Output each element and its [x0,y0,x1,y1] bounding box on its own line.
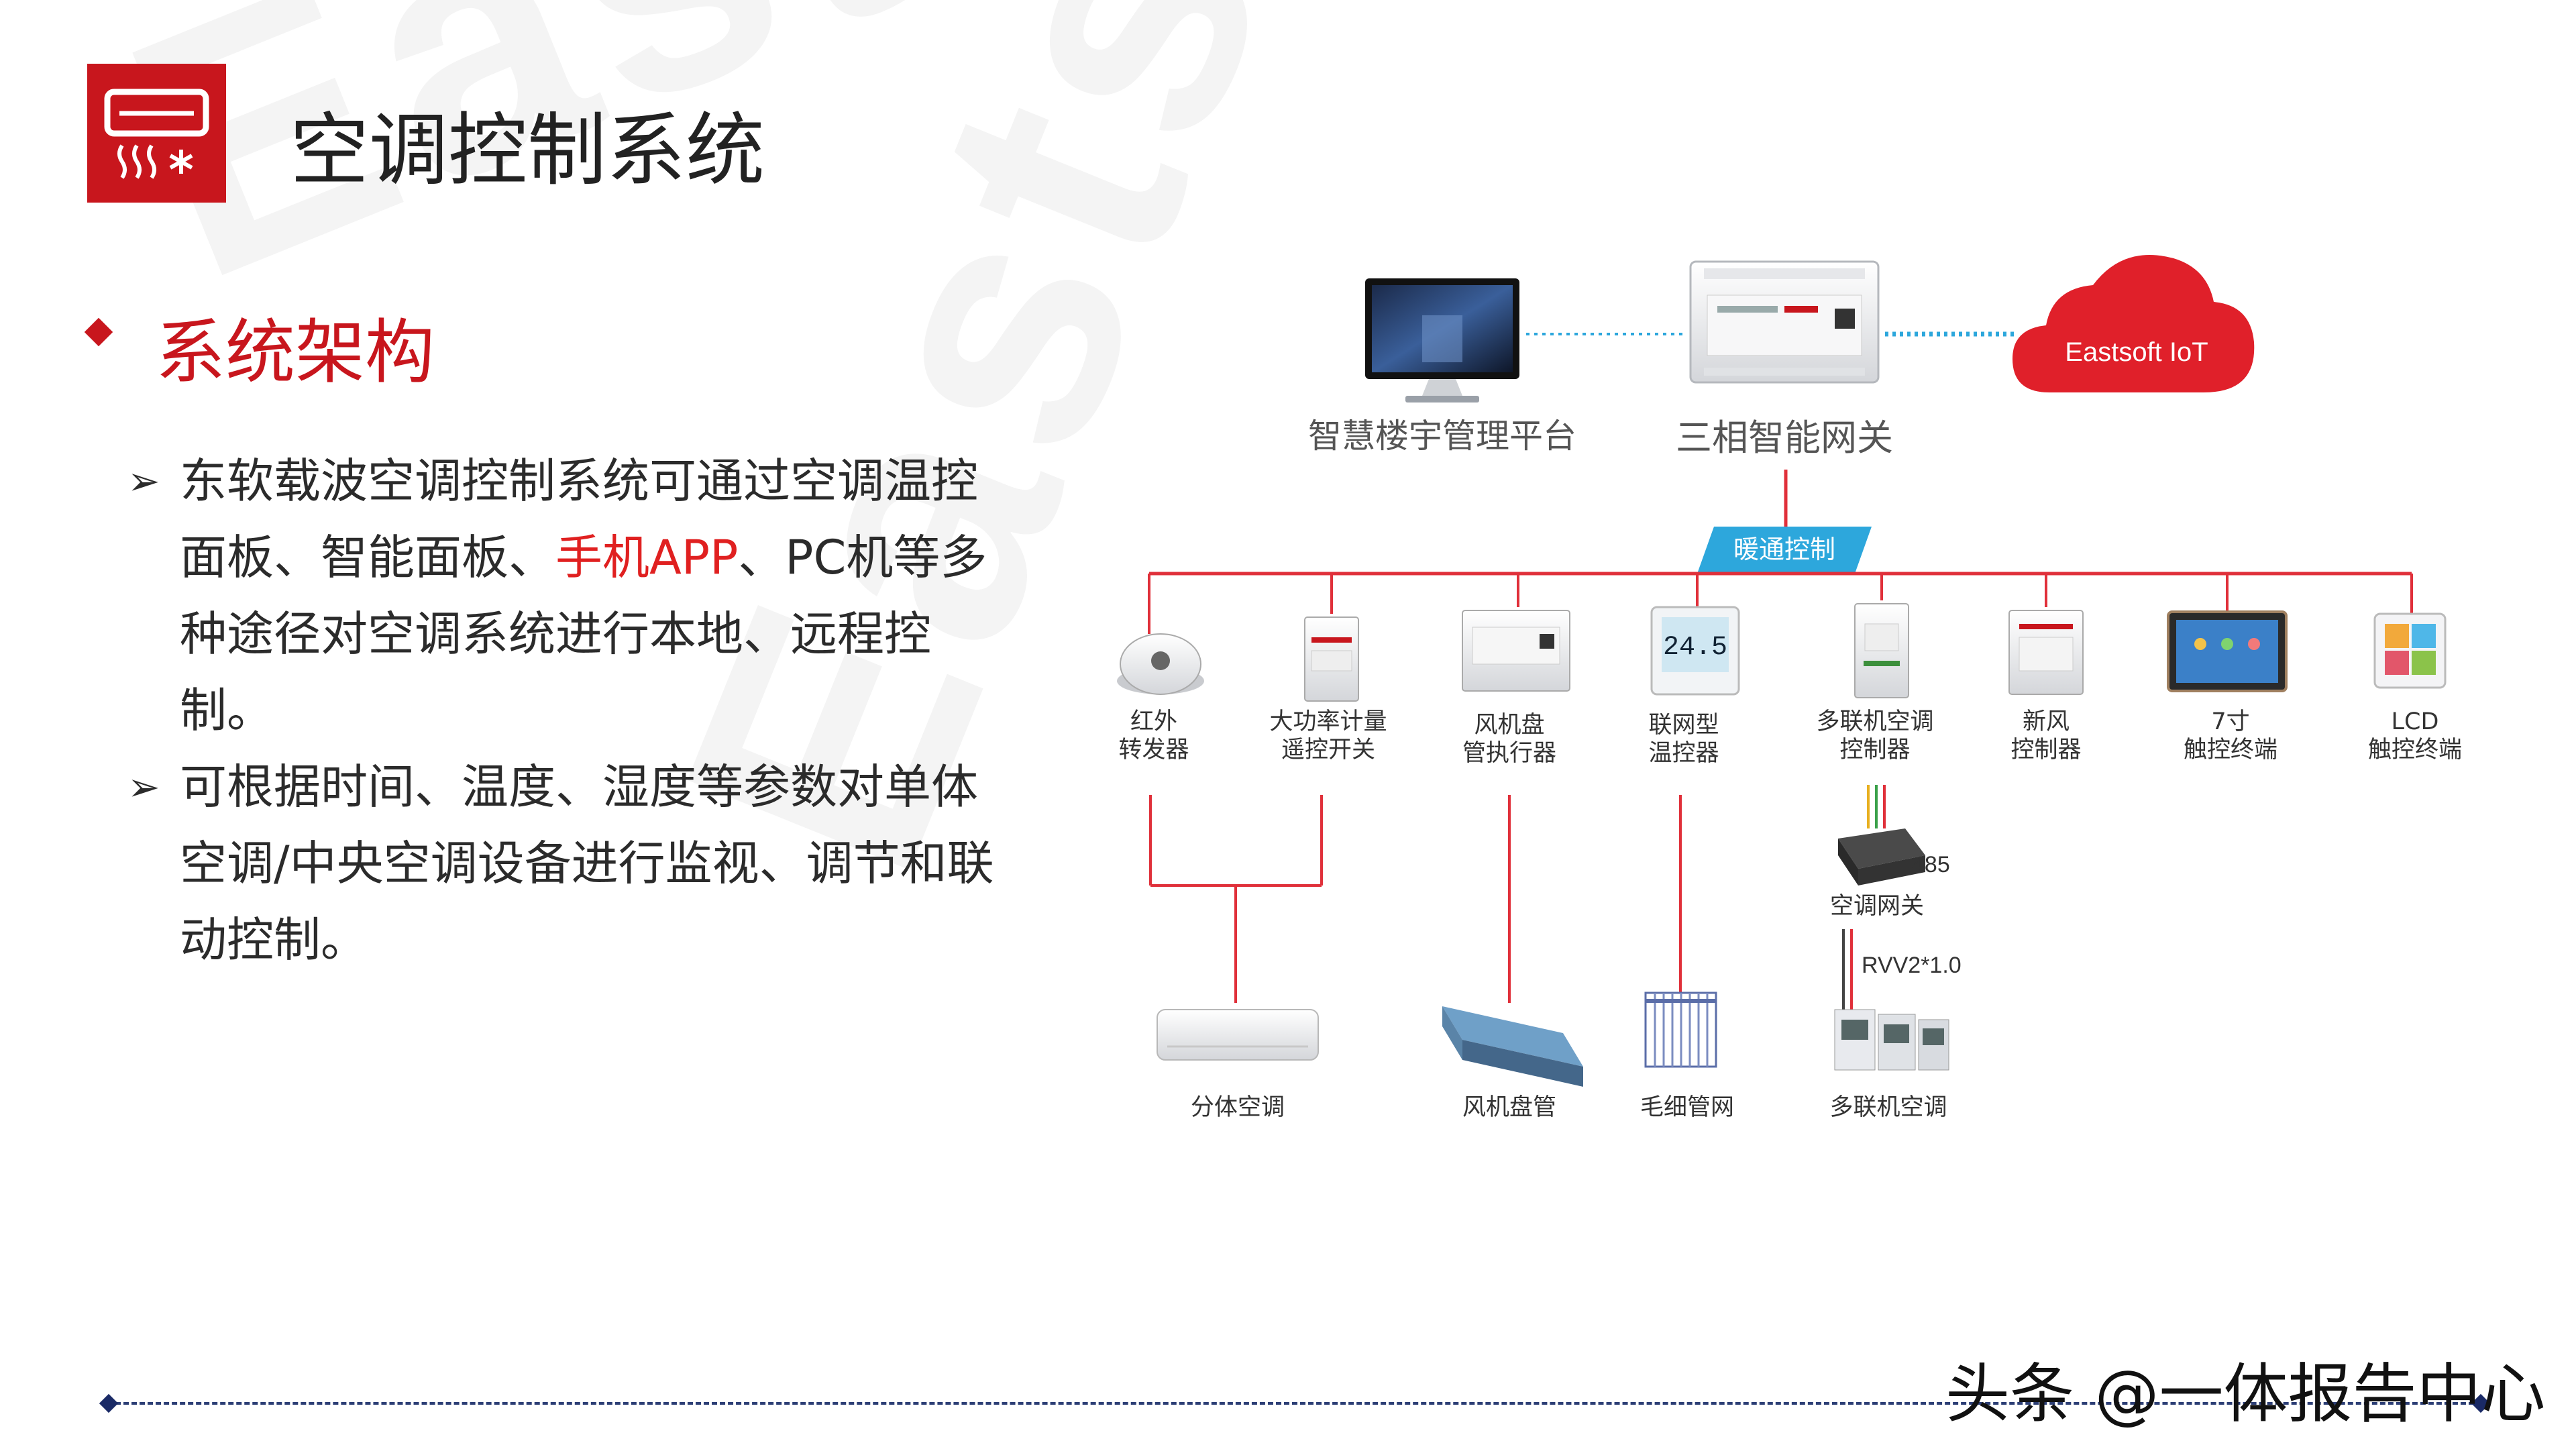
footer-credit: 头条 @一体报告中心 [1945,1356,2546,1432]
device-label: 红外 转发器 [1118,708,1189,763]
device-label: 7寸 触控终端 [2183,708,2277,763]
device-label: 新风 控制器 [2010,708,2082,763]
bus-label: 暖通控制 [1733,535,1835,564]
equipment-label: 毛细管网 [1640,1094,1734,1121]
bullet-2: ➢ 可根据时间、温度、湿度等参数对单体空调/中央空调设备进行监视、调节和联动控制… [127,749,1013,978]
lower-links [1149,795,1682,1003]
ac-logo-icon [87,64,226,203]
bus-label-badge [1697,527,1872,574]
equipment-label: 多联机空调 [1829,1094,1947,1121]
touch-7inch-icon [2167,610,2288,692]
cloud-icon [2012,255,2255,392]
highlight-text: 手机APP [555,530,739,585]
device-drops [1148,574,2413,634]
bullet-1: ➢ 东软载波空调控制系统可通过空调温控面板、智能面板、手机APP、PC机等多种途… [127,443,1013,749]
page-title: 空调控制系统 [290,104,765,197]
port-label: 485 [1912,852,1950,877]
infrared-transmitter-icon [1117,633,1204,695]
equipment-label: 分体空调 [1190,1094,1285,1121]
capillary-network-icon [1644,991,1717,1068]
footer-divider [107,1402,2482,1405]
thermostat-readout: 24.5 [1663,633,1727,663]
lcd-touch-icon [2373,612,2447,689]
device-label: 风机盘 管执行器 [1462,712,1556,767]
monitor-icon [1365,278,1519,402]
section-title: 系统架构 [156,311,435,393]
cable-label: RVV2*1.0 [1862,953,1962,978]
ac-gateway-label: 空调网关 [1830,893,1924,920]
gateway-label: 三相智能网关 [1676,417,1893,459]
fan-coil-actuator-icon [1462,610,1570,692]
platform-label: 智慧楼宇管理平台 [1308,417,1576,455]
bullet-2-text: 可根据时间、温度、湿度等参数对单体空调/中央空调设备进行监视、调节和联动控制。 [180,759,994,967]
power-switch-icon [1304,616,1359,702]
ac-gateway-icon [1838,828,1925,885]
fan-coil-icon [1442,1006,1583,1087]
cloud-label: Eastsoft IoT [2065,337,2208,367]
device-label: LCD 触控终端 [2367,708,2462,763]
equipment-label: 风机盘管 [1462,1094,1556,1121]
device-label: 大功率计量 遥控开关 [1269,708,1387,763]
three-phase-gateway-icon [1689,260,1880,384]
arrow-bullet-icon: ➢ [127,764,160,810]
split-ac-icon [1157,1009,1319,1061]
vrf-ac-icon [1834,1009,1949,1071]
arrow-bullet-icon: ➢ [127,458,160,504]
device-label: 多联机空调 控制器 [1816,708,1934,763]
vrf-controller-icon [1854,603,1909,698]
device-label: 联网型 温控器 [1648,712,1719,767]
bullet-1-text: 东软载波空调控制系统可通过空调温控面板、智能面板、手机APP、PC机等多种途径对… [180,453,987,738]
thermostat-icon: 24.5 [1650,606,1740,696]
fresh-air-controller-icon [2008,610,2084,695]
